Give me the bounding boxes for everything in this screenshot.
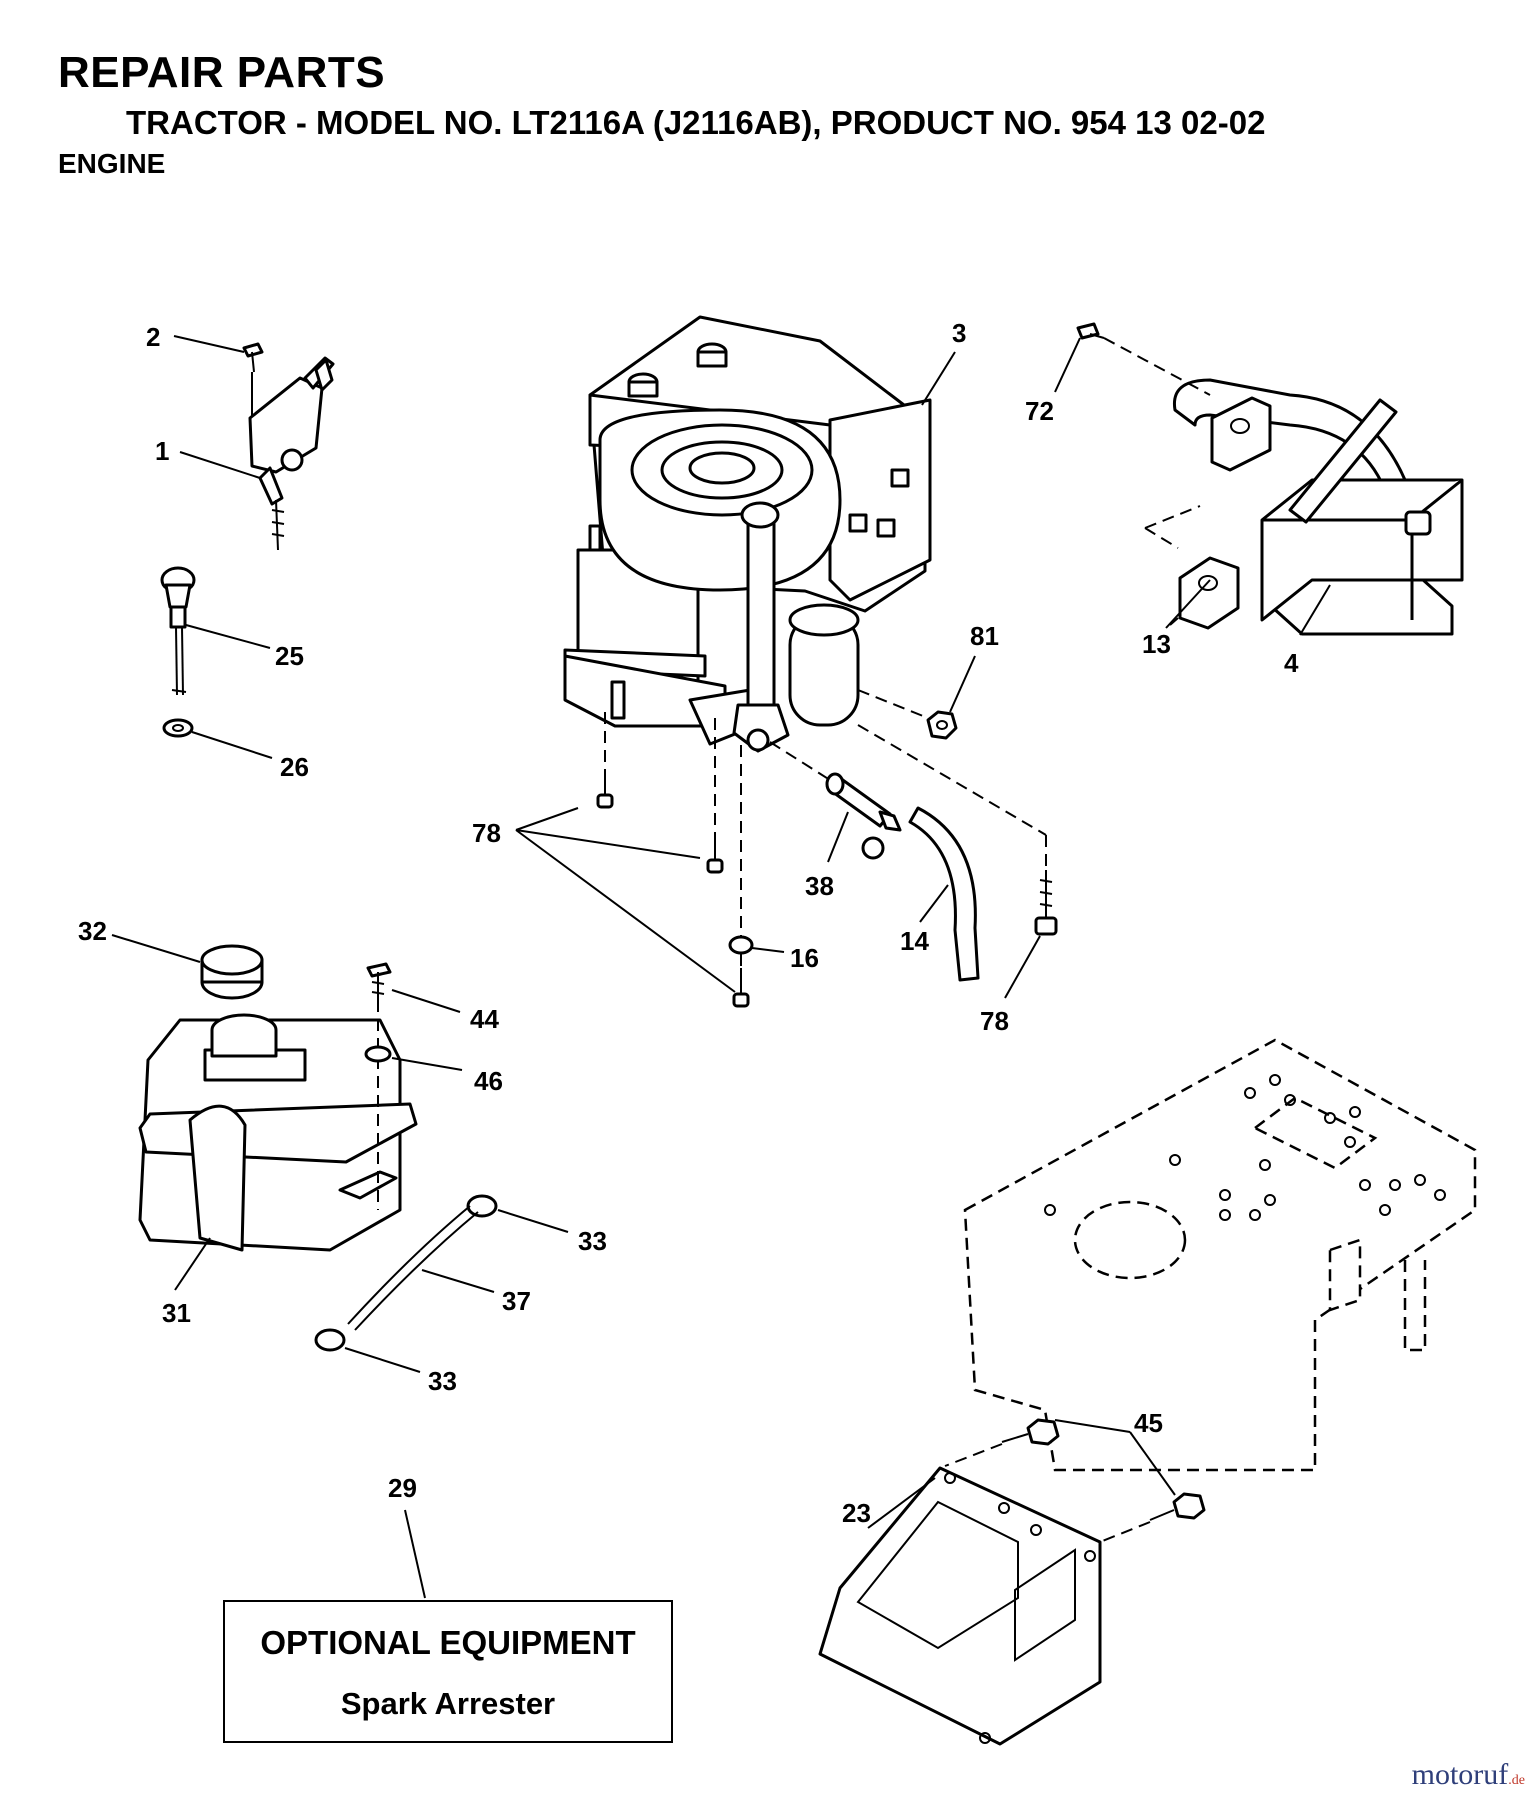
callout-14: 14 — [900, 926, 929, 956]
fuel-hose-part — [908, 806, 980, 982]
watermark-suffix: .de — [1508, 1773, 1525, 1788]
callout-44: 44 — [470, 1004, 499, 1034]
heat-shield-part — [818, 1466, 1102, 1746]
model-subtitle: TRACTOR - MODEL NO. LT2116A (J2116AB), P… — [126, 104, 1266, 141]
chassis-reference — [963, 1038, 1477, 1472]
fuel-cap-part — [200, 944, 264, 1000]
optional-equipment-box: OPTIONAL EQUIPMENT Spark Arrester — [223, 1600, 673, 1743]
screw-part — [366, 962, 392, 1000]
callout-37: 37 — [502, 1286, 531, 1316]
callout-25: 25 — [275, 641, 304, 671]
fuel-line-part — [354, 1211, 479, 1331]
callout-78a: 78 — [472, 818, 501, 848]
callout-78b: 78 — [980, 1006, 1009, 1036]
engine-bolt-part — [596, 770, 1058, 1008]
nut-part — [926, 710, 958, 740]
callout-31: 31 — [162, 1298, 191, 1328]
hose-clamp-part — [314, 1194, 498, 1352]
section-title: ENGINE — [58, 148, 166, 179]
optional-equipment-title: OPTIONAL EQUIPMENT — [260, 1624, 636, 1661]
muffler-part — [1076, 322, 1464, 636]
callout-16: 16 — [790, 943, 819, 973]
callout-4: 4 — [1284, 648, 1299, 678]
callout-45: 45 — [1134, 1408, 1163, 1438]
optional-equipment-item: Spark Arrester — [340, 1686, 556, 1721]
dipstick-part — [160, 566, 196, 738]
engine-part — [563, 315, 932, 753]
callout-33b: 33 — [428, 1366, 457, 1396]
callout-2: 2 — [146, 322, 160, 352]
callout-32: 32 — [78, 916, 107, 946]
washer-part — [364, 1045, 392, 1063]
fuel-filter-part — [825, 772, 902, 860]
callout-46: 46 — [474, 1066, 503, 1096]
callout-3: 3 — [952, 318, 966, 348]
callout-23: 23 — [842, 1498, 871, 1528]
callout-26: 26 — [280, 752, 309, 782]
callout-29: 29 — [388, 1473, 417, 1503]
callout-33a: 33 — [578, 1226, 607, 1256]
page-title: REPAIR PARTS — [58, 48, 386, 97]
watermark-logo: motoruf.de — [1412, 1758, 1525, 1792]
callout-81: 81 — [970, 621, 999, 651]
callout-38: 38 — [805, 871, 834, 901]
callout-1: 1 — [155, 436, 169, 466]
callout-72: 72 — [1025, 396, 1054, 426]
watermark-text: motoruf — [1411, 1758, 1509, 1791]
callout-13: 13 — [1142, 629, 1171, 659]
fuel-tank-part — [138, 1013, 418, 1252]
lock-washer-part — [728, 935, 754, 955]
shield-bolt-part — [1001, 1418, 1206, 1521]
throttle-bracket-part — [242, 342, 335, 551]
